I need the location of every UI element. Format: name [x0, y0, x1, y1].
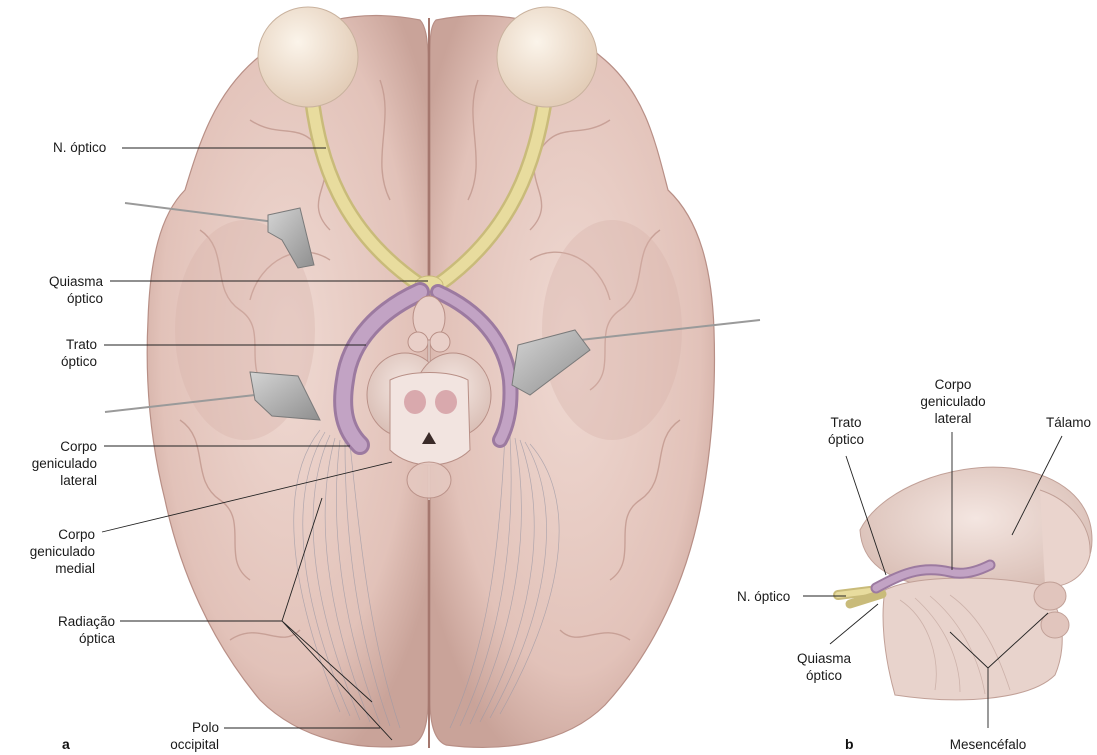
label-optic-nerve-b: N. óptico: [737, 589, 791, 604]
optic-system: [257, 6, 598, 455]
label-thalamus-b: Tálamo: [1046, 415, 1092, 430]
panel-letter-b: b: [845, 736, 854, 752]
leader-lines-b: [803, 432, 1063, 728]
label-optic-nerve-a: N. óptico: [53, 140, 107, 155]
leader-lines-a: [101, 147, 428, 741]
right-hemisphere: [429, 15, 716, 748]
label-optic-chiasm-a: Quiasma óptico: [48, 274, 103, 306]
label-midbrain-b: Mesencéfalo: [949, 737, 1027, 752]
left-eyeball: [257, 6, 359, 108]
retractors: [104, 202, 761, 421]
label-lateral-geniculate-a: Corpo geniculado lateral: [31, 439, 97, 488]
label-optic-tract-b: Trato óptico: [827, 415, 865, 447]
brain-inferior-view: [146, 15, 716, 748]
midbrain: [882, 577, 1063, 701]
label-lateral-geniculate-b: Corpo geniculado lateral: [920, 377, 986, 426]
label-medial-geniculate-a: Corpo geniculado medial: [29, 527, 95, 576]
label-optic-chiasm-b: Quiasma óptico: [796, 651, 852, 683]
label-occipital-pole-a: Polo occipital: [170, 720, 219, 752]
right-eyeball: [496, 6, 598, 108]
midbrain-section: [366, 295, 492, 499]
thalamus-midbrain-lateral-view: [833, 466, 1093, 701]
label-optic-tract-a: Trato óptico: [60, 337, 97, 369]
optic-radiation-fibers: [293, 429, 560, 729]
panel-letter-a: a: [62, 736, 70, 752]
label-optic-radiation-a: Radiação óptica: [57, 614, 115, 646]
